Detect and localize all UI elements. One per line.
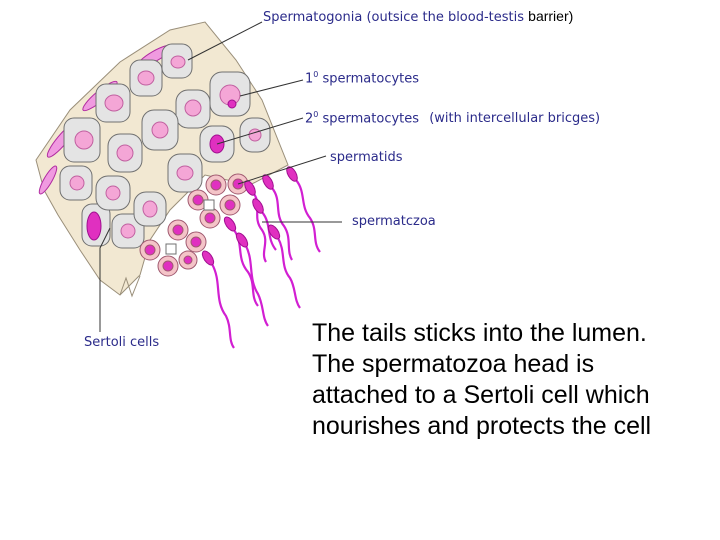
label-barrier-close: ) bbox=[568, 8, 574, 24]
spermatid-cells bbox=[139, 173, 249, 277]
label-primary-sup: 0 bbox=[313, 70, 319, 79]
label-spermatids: spermatids bbox=[330, 150, 403, 165]
label-secondary-sup: 0 bbox=[313, 110, 319, 119]
caption-line: The tails sticks into the lumen. bbox=[312, 319, 647, 347]
label-spermatogonia: Spermatogonia (outsice the blood-testis … bbox=[263, 8, 573, 25]
caption-text: The tails sticks into the lumen. The spe… bbox=[312, 318, 712, 442]
label-secondary-num: 2 bbox=[305, 111, 314, 127]
label-primary-num: 1 bbox=[305, 71, 314, 87]
label-sertoli-cells: Sertoli cells bbox=[84, 335, 160, 350]
label-secondary-note: (with intercellular bricges) bbox=[429, 111, 601, 127]
spermatogonia-cells bbox=[59, 43, 271, 249]
label-primary-text: spermatocytes bbox=[318, 71, 420, 87]
leader-lines bbox=[99, 21, 342, 332]
caption-line: The spermatozoa head is bbox=[312, 350, 595, 378]
spermatozoa-heads bbox=[201, 166, 298, 266]
label-secondary-text: spermatocytes bbox=[318, 111, 420, 127]
label-spermatozoa: spermatczoa bbox=[352, 214, 436, 229]
caption-line: nourishes and protects the cell bbox=[312, 412, 652, 440]
label-primary-spermatocytes: 10 spermatocytes bbox=[305, 70, 419, 86]
caption-line: attached to a Sertoli cell which bbox=[312, 381, 650, 409]
label-barrier-text: barrier bbox=[528, 8, 569, 24]
label-secondary-spermatocytes: 20 spermatocytes (with intercellular bri… bbox=[305, 110, 600, 126]
label-spermatogonia-text: Spermatogonia (outsice the blood-testis bbox=[263, 10, 525, 25]
